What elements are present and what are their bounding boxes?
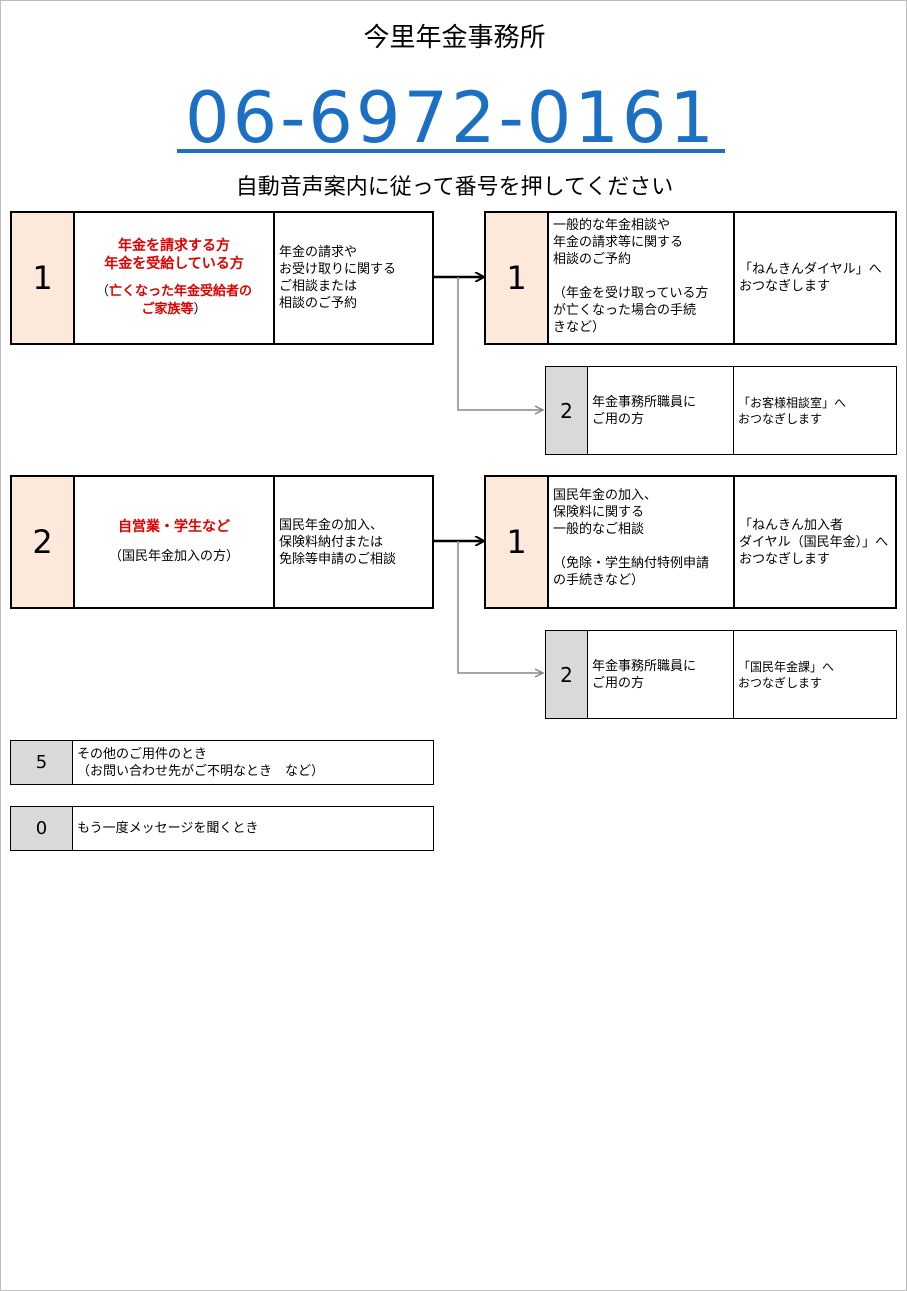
arrow-s2-opt2 (457, 541, 543, 673)
other-option-text: その他のご用件のとき （お問い合わせ先がご不明なとき など） (77, 746, 325, 779)
section1-option1-to: 「ねんきんダイヤル」へ おつなぎします (733, 213, 895, 343)
phone-underline (177, 149, 725, 153)
instruction-text: 自動音声案内に従って番号を押してください (235, 175, 674, 200)
section1-number: 1 (12, 213, 75, 343)
other-option-box[interactable]: 5 その他のご用件のとき （お問い合わせ先がご不明なとき など） (10, 740, 434, 785)
section2-option1-desc: 国民年金の加入、 保険料に関する 一般的なご相談 （免除・学生納付特例申請 の手… (553, 488, 710, 588)
section1-option2-box[interactable]: 2 年金事務所職員に ご用の方 「お客様相談室」へ おつなぎします (545, 366, 897, 455)
section1-who: 年金を請求する方 年金を受給している方 （亡くなった年金受給者の ご家族等） (75, 213, 275, 343)
section2-box[interactable]: 2 自営業・学生など （国民年金加入の方） 国民年金の加入、 保険料納付または … (10, 475, 434, 609)
section1-option2-number: 2 (546, 367, 588, 454)
section1-option1-box[interactable]: 1 一般的な年金相談や 年金の請求等に関する 相談のご予約 （年金を受け取ってい… (484, 211, 897, 345)
section2-option1-to: 「ねんきん加入者 ダイヤル（国民年金）」へ おつなぎします (733, 477, 895, 607)
phone-number[interactable]: 06-6972-0161 (185, 77, 717, 159)
arrow-s1-opt2 (457, 277, 543, 410)
section1-option2-to: 「お客様相談室」へ おつなぎします (738, 395, 847, 426)
section1-option2-desc: 年金事務所職員に ご用の方 (588, 367, 734, 454)
section1-who-sub-red: 亡くなった年金受給者の ご家族等 (109, 284, 253, 317)
section1-desc: 年金の請求や お受け取りに関する ご相談または 相談のご予約 (279, 245, 397, 311)
section2-who: 自営業・学生など （国民年金加入の方） (75, 477, 275, 607)
section2-who-main: 自営業・学生など (118, 519, 230, 535)
office-name: 今里年金事務所 (363, 23, 546, 53)
repeat-option-number: 0 (11, 807, 73, 850)
section2-option2-box[interactable]: 2 年金事務所職員に ご用の方 「国民年金課」へ おつなぎします (545, 630, 897, 719)
other-option-number: 5 (11, 741, 73, 784)
section2-desc: 国民年金の加入、 保険料納付または 免除等申請のご相談 (279, 517, 397, 567)
section2-option1-number: 1 (486, 477, 549, 607)
repeat-option-box[interactable]: 0 もう一度メッセージを聞くとき (10, 806, 434, 851)
section1-who-sub: （亡くなった年金受給者の ご家族等） (95, 284, 253, 317)
section2-option2-desc: 年金事務所職員に ご用の方 (588, 631, 734, 718)
repeat-option-text: もう一度メッセージを聞くとき (77, 821, 259, 836)
section2-option1-box[interactable]: 1 国民年金の加入、 保険料に関する 一般的なご相談 （免除・学生納付特例申請 … (484, 475, 897, 609)
section2-option2-number: 2 (546, 631, 588, 718)
section2-who-sub: （国民年金加入の方） (108, 549, 239, 564)
section1-who-main: 年金を請求する方 年金を受給している方 (104, 238, 244, 272)
section1-option1-desc: 一般的な年金相談や 年金の請求等に関する 相談のご予約 （年金を受け取っている方… (553, 218, 709, 335)
section2-number: 2 (12, 477, 75, 607)
section1-box[interactable]: 1 年金を請求する方 年金を受給している方 （亡くなった年金受給者の ご家族等）… (10, 211, 434, 345)
section1-option1-number: 1 (486, 213, 549, 343)
section2-option2-to: 「国民年金課」へ おつなぎします (738, 659, 835, 690)
